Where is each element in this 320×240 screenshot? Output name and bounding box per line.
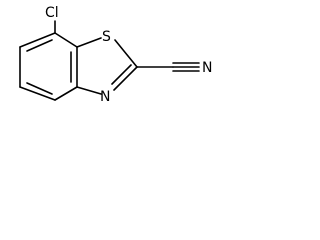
bond-c7-c7a [54,32,78,48]
ring-nitrogen-atom-label: N [100,89,110,105]
chemical-structure-diagram: Cl S N N [19,5,212,105]
bond-c4-c5 [19,86,56,101]
nitrile-nitrogen-atom-label: N [202,60,212,76]
benzene-ring [19,32,78,101]
bond-c3a-c4 [54,86,78,101]
bond-c2-n3 [113,66,138,91]
chlorine-substituent: Cl [45,5,59,34]
bond-n3-c3a [76,86,102,95]
aromatic-inner-bond-3 [26,39,53,52]
bond-c6-c7 [19,32,56,48]
chlorine-atom-label: Cl [45,5,59,21]
bond-c2-n3-double [111,64,132,85]
sulfur-atom-label: S [102,29,111,45]
aromatic-inner-bond-2 [26,82,53,95]
thiazole-ring: S N [76,29,138,105]
bond-s-c2 [114,39,138,68]
nitrile-group: N [136,60,212,76]
bond-c7a-s [76,37,102,48]
